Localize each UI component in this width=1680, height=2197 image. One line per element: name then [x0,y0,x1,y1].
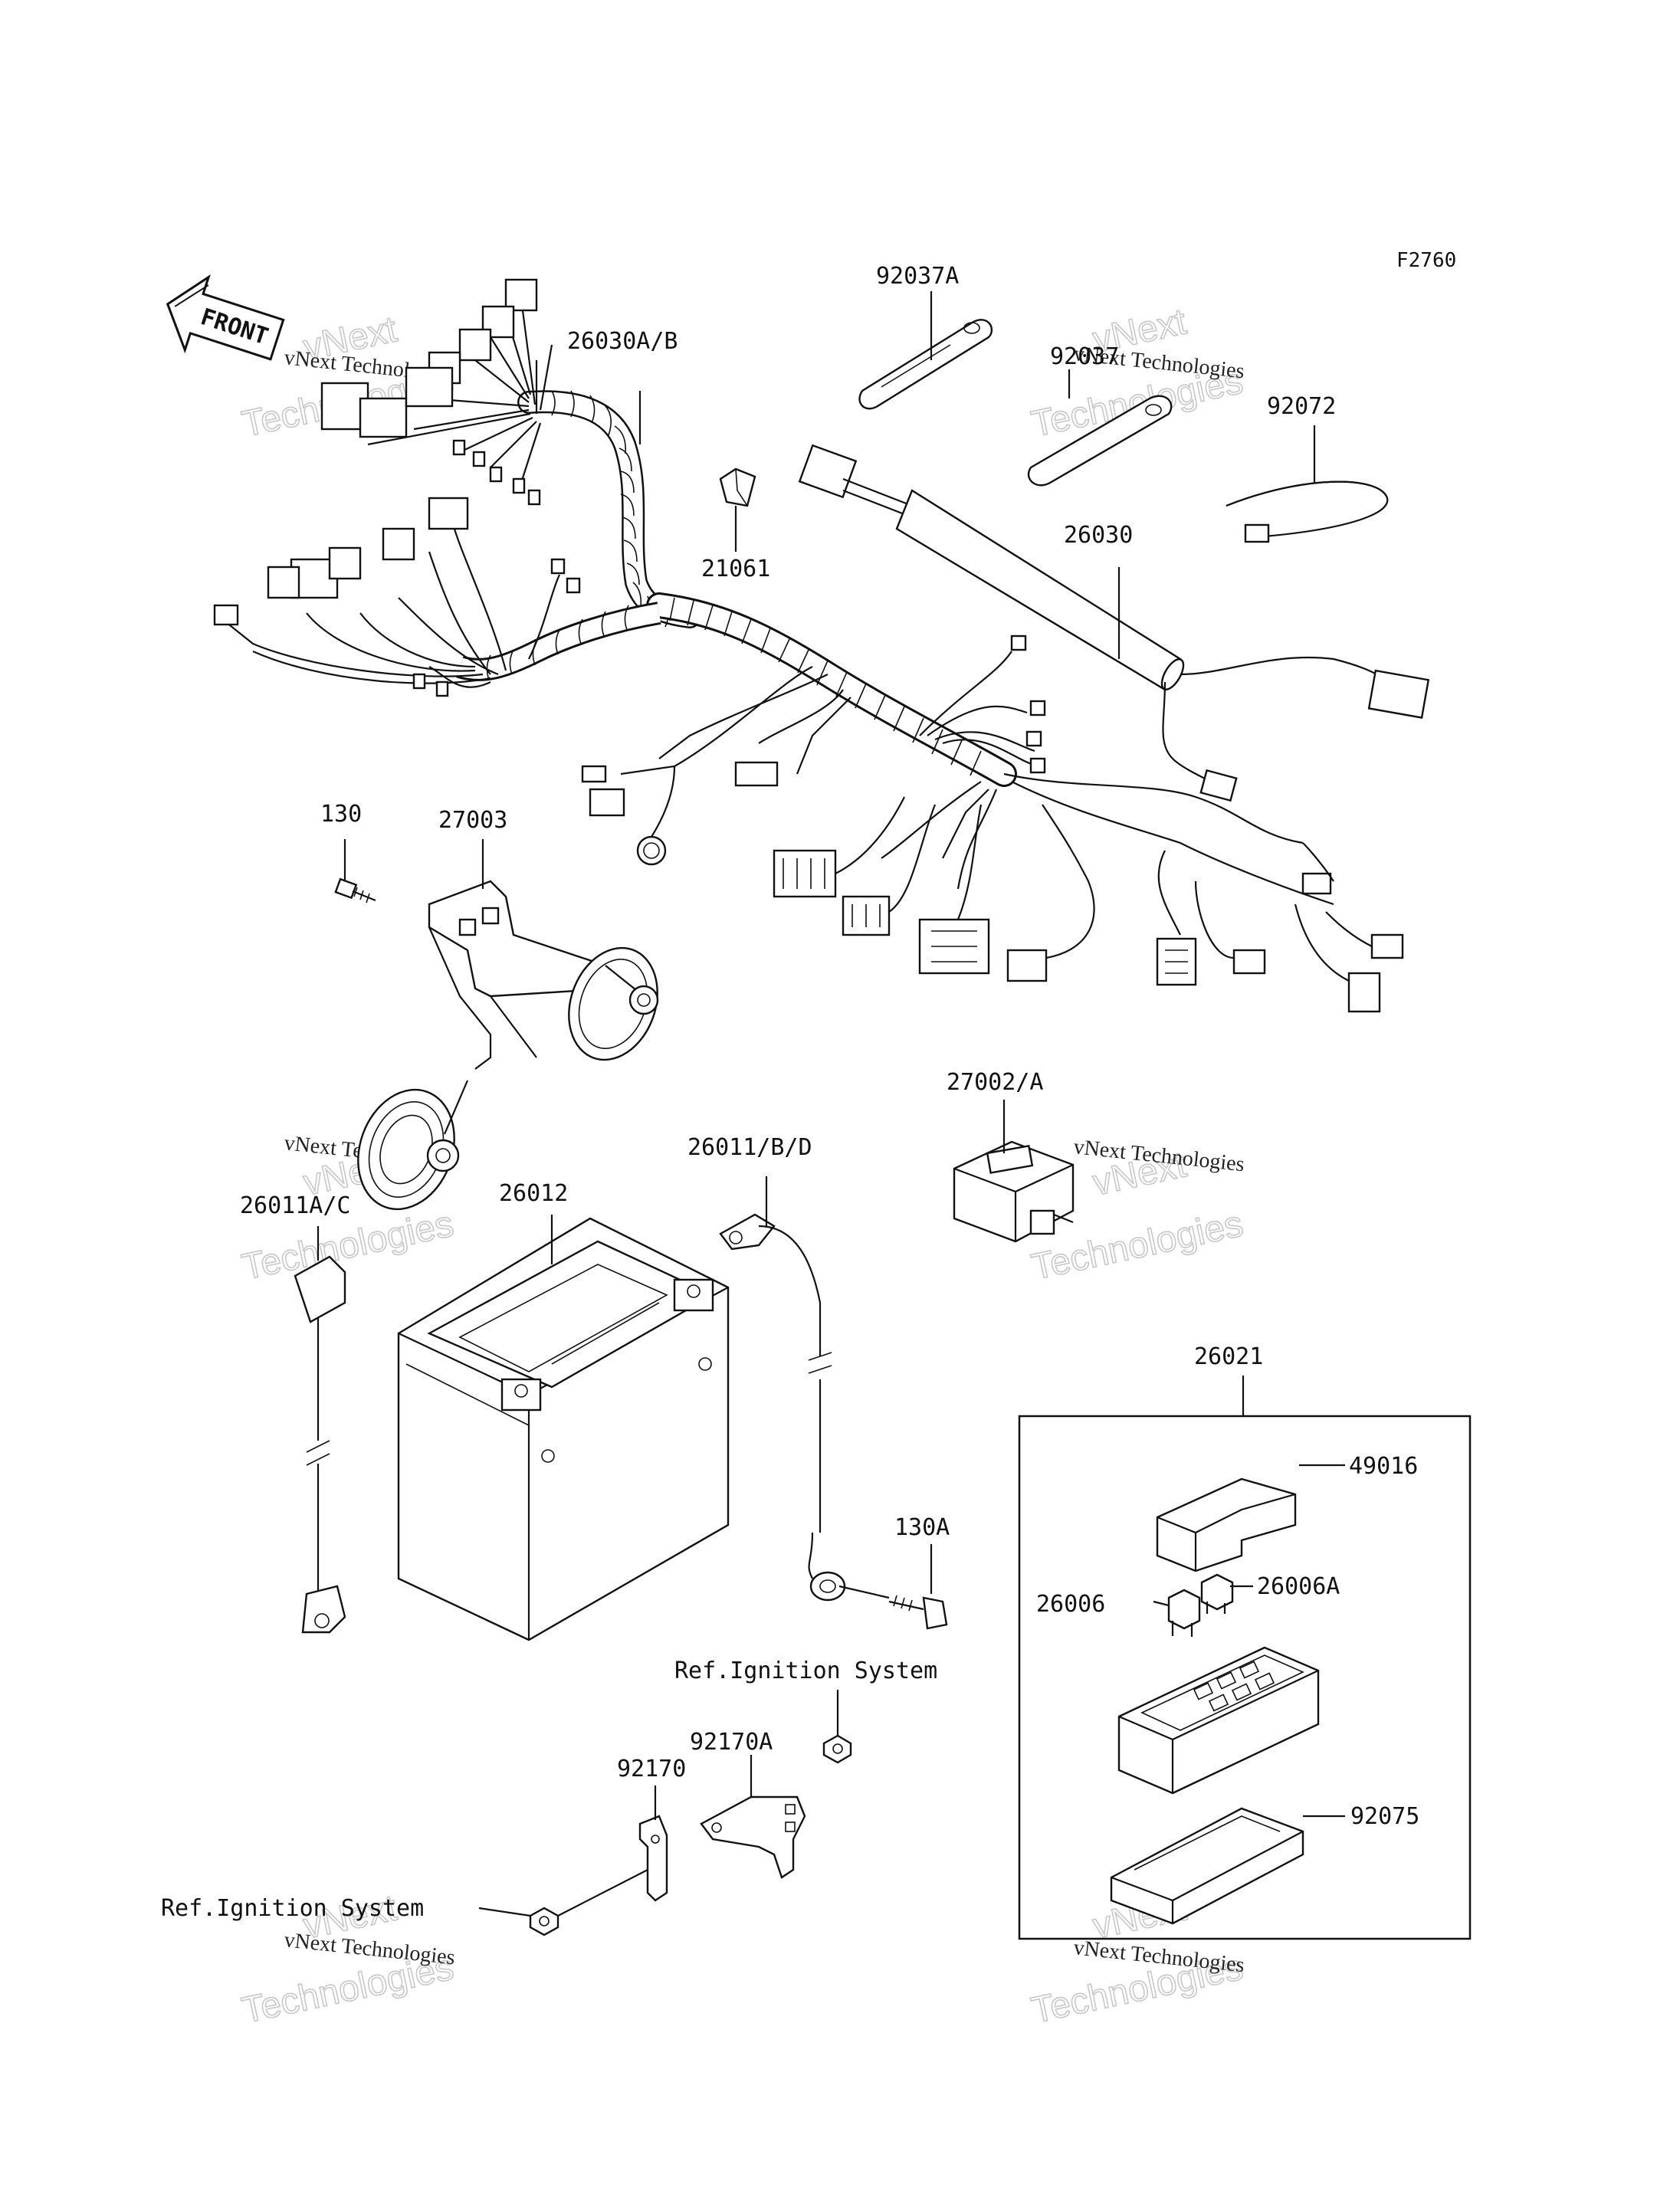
label-26030: 26030 [1064,522,1133,549]
nut-ignition-icon [822,1734,852,1764]
label-92037A: 92037A [876,263,959,290]
label-21061: 21061 [701,556,770,582]
bracket-92170A [700,1795,806,1879]
figure-code: F2760 [1396,249,1456,272]
label-92170: 92170 [617,1756,686,1782]
horn-assembly-27003 [334,877,659,1211]
bolt-130-icon [334,877,376,903]
band-92037A [858,319,993,410]
cable-26011AC [294,1255,346,1634]
label-26011AC: 26011A/C [240,1192,351,1219]
fuse-box-cover-49016 [1156,1477,1297,1572]
main-harness [213,278,1404,1013]
label-92170A: 92170A [690,1729,773,1756]
label-92037: 92037 [1050,343,1119,370]
band-92037 [1027,395,1173,487]
label-92075: 92075 [1350,1803,1419,1830]
part-labels: 92037A 92037 92072 26030A/B 21061 26030 … [161,263,1419,1922]
label-130: 130 [320,801,362,828]
label-26006: 26006 [1036,1591,1105,1618]
label-92072: 92072 [1267,393,1336,420]
nut-ignition-2-icon [529,1907,559,1936]
label-26011BD: 26011/B/D [687,1134,812,1161]
grommet-icon [636,835,667,866]
label-26021: 26021 [1194,1343,1263,1370]
fuse-26006 [1167,1589,1201,1637]
front-arrow-icon: FRONT [166,274,285,361]
bracket-92170 [638,1815,668,1902]
relay-27002A [953,1140,1075,1243]
fuse-26006A [1200,1573,1234,1614]
label-130A: 130A [894,1514,950,1541]
fuse-box-group-frame [1018,1415,1472,1940]
clip-21061 [719,467,756,507]
label-49016: 49016 [1349,1453,1418,1480]
battery-26012 [397,1217,730,1641]
label-ref-ignition-system-2: Ref.Ignition System [161,1895,424,1922]
label-26012: 26012 [499,1180,568,1207]
label-27002A: 27002/A [947,1069,1043,1096]
label-26006A: 26006A [1257,1573,1340,1600]
bolt-130A-icon [838,1585,948,1630]
cable-tie-92072 [1226,480,1389,543]
label-ref-ignition-system-1: Ref.Ignition System [674,1658,937,1684]
cable-26011BD [719,1213,846,1602]
label-27003: 27003 [438,807,507,834]
fuse-box-cover-92075 [1110,1807,1304,1925]
harness-26030 [798,444,1430,802]
leader-lines [317,291,1345,1917]
fuse-box-body [1117,1646,1320,1795]
label-26030AB: 26030A/B [567,328,678,355]
